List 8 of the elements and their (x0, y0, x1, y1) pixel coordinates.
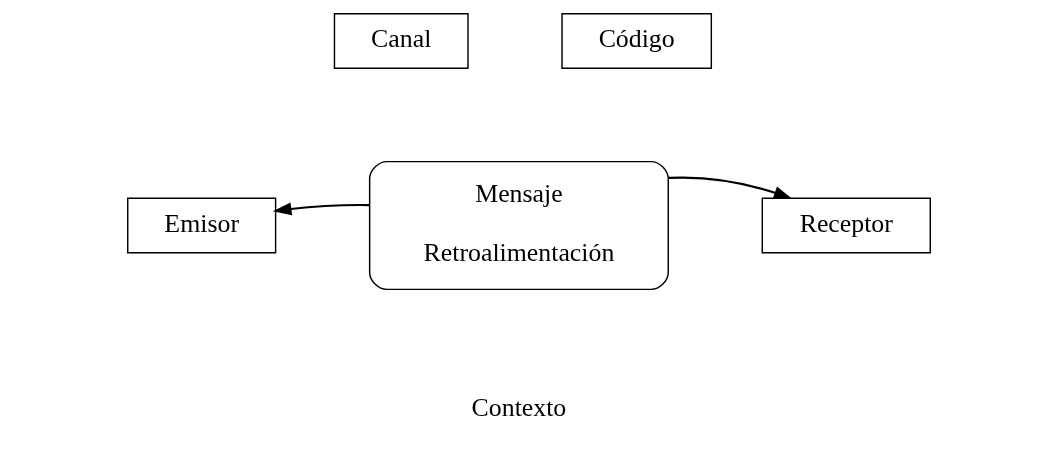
node-box: Canal (333, 13, 469, 69)
label: Contexto (471, 393, 566, 423)
node-box: Mensaje Retroalimentación (368, 160, 669, 291)
node-box: Código (560, 13, 712, 69)
node-box: Emisor (126, 197, 276, 254)
arrow (668, 176, 792, 200)
arrow (272, 202, 369, 216)
node-box: Receptor (761, 197, 931, 254)
